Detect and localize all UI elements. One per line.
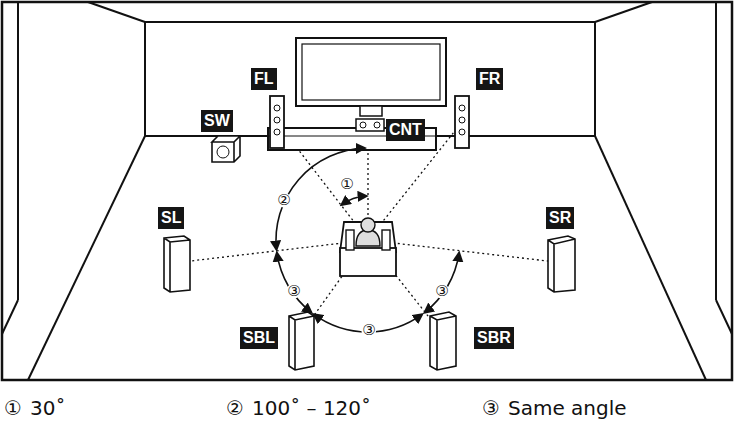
- angle-arc: [277, 253, 312, 313]
- speaker-name: FL: [254, 70, 274, 87]
- speaker-name: SBL: [243, 329, 275, 346]
- speaker-label: CNT: [386, 119, 425, 141]
- speaker-name: CNT: [389, 121, 422, 138]
- legend-number: ①: [4, 398, 22, 418]
- speaker-label: SBR: [474, 327, 514, 349]
- callout-number: ①: [339, 177, 354, 192]
- speaker-label: SW: [201, 110, 233, 132]
- callout-number: ②: [276, 193, 291, 208]
- callout-number: ③: [361, 323, 376, 338]
- speaker-label: SR: [546, 207, 574, 229]
- speaker-label: FR: [476, 68, 503, 90]
- speaker-name: SBR: [477, 329, 511, 346]
- angle-arc: [342, 196, 367, 205]
- speaker-name: SR: [549, 209, 571, 226]
- speaker-name: SW: [204, 112, 230, 129]
- legend-number: ②: [226, 398, 244, 418]
- legend-text: 30˚: [30, 398, 65, 418]
- speaker-name: FR: [479, 70, 500, 87]
- angle-arc: [425, 253, 460, 313]
- angle-arc: [276, 148, 365, 250]
- legend-text: 100˚ – 120˚: [252, 398, 371, 418]
- legend-text: Same angle: [508, 398, 627, 418]
- speaker-name: SL: [161, 209, 181, 226]
- speaker-label: FL: [251, 68, 277, 90]
- callout-number: ③: [286, 284, 301, 299]
- legend-number: ③: [482, 398, 500, 418]
- callout-number: ③: [434, 284, 449, 299]
- speaker-label: SBL: [240, 327, 278, 349]
- speaker-label: SL: [158, 207, 184, 229]
